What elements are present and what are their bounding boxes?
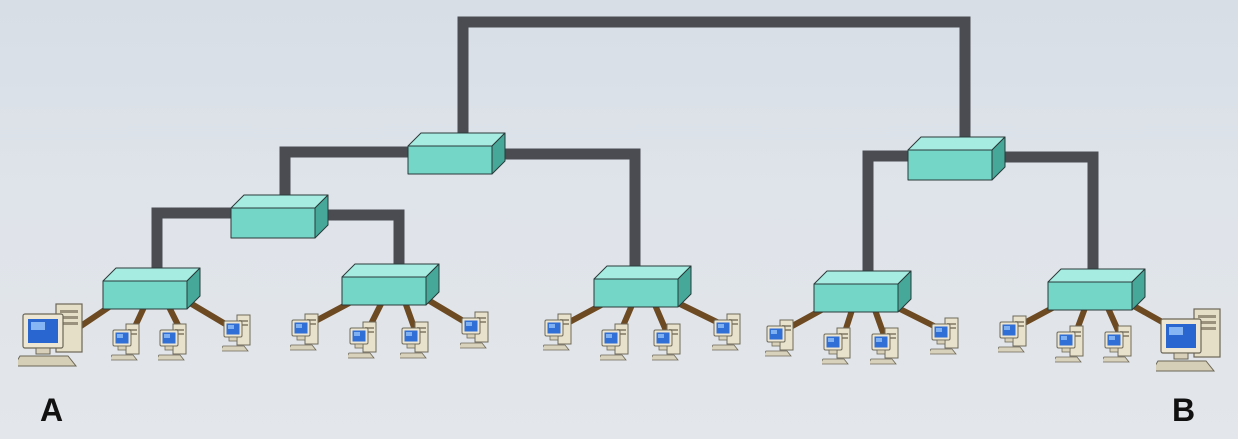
backbone-links — [151, 16, 1099, 280]
link-core-left-distribution — [279, 146, 410, 205]
link-core-right-access-4 — [862, 150, 912, 280]
computer-icon — [765, 319, 794, 357]
network-switch-icon — [407, 132, 506, 175]
computer-icon — [543, 313, 572, 351]
endpoint-label-b: B — [1172, 392, 1196, 428]
network-switch-icon — [230, 194, 329, 239]
network-switch-icon — [813, 270, 912, 313]
computer-icon — [1055, 325, 1084, 363]
switches — [102, 132, 1146, 313]
computer-b-icon — [1156, 308, 1221, 372]
link-root-left-right — [457, 16, 971, 150]
network-switch-icon — [593, 265, 692, 308]
link-distribution-access-1 — [151, 207, 233, 275]
computer-icon — [290, 313, 319, 351]
computer-icon — [111, 323, 140, 361]
link-core-right-access-5 — [1000, 151, 1099, 278]
computer-icon — [600, 323, 629, 361]
link-distribution-access-2 — [328, 209, 405, 270]
endpoint-label-a: A — [40, 392, 64, 428]
computer-a-icon — [18, 303, 83, 367]
network-switch-icon — [341, 263, 440, 306]
computer-icon — [822, 327, 851, 365]
network-switch-icon — [907, 136, 1006, 181]
computer-icon — [158, 323, 187, 361]
network-switch-icon — [1047, 268, 1146, 311]
network-switch-icon — [102, 267, 201, 310]
computer-icon — [998, 315, 1027, 353]
link-core-left-access-3 — [500, 148, 641, 272]
computer-icon — [348, 321, 377, 359]
